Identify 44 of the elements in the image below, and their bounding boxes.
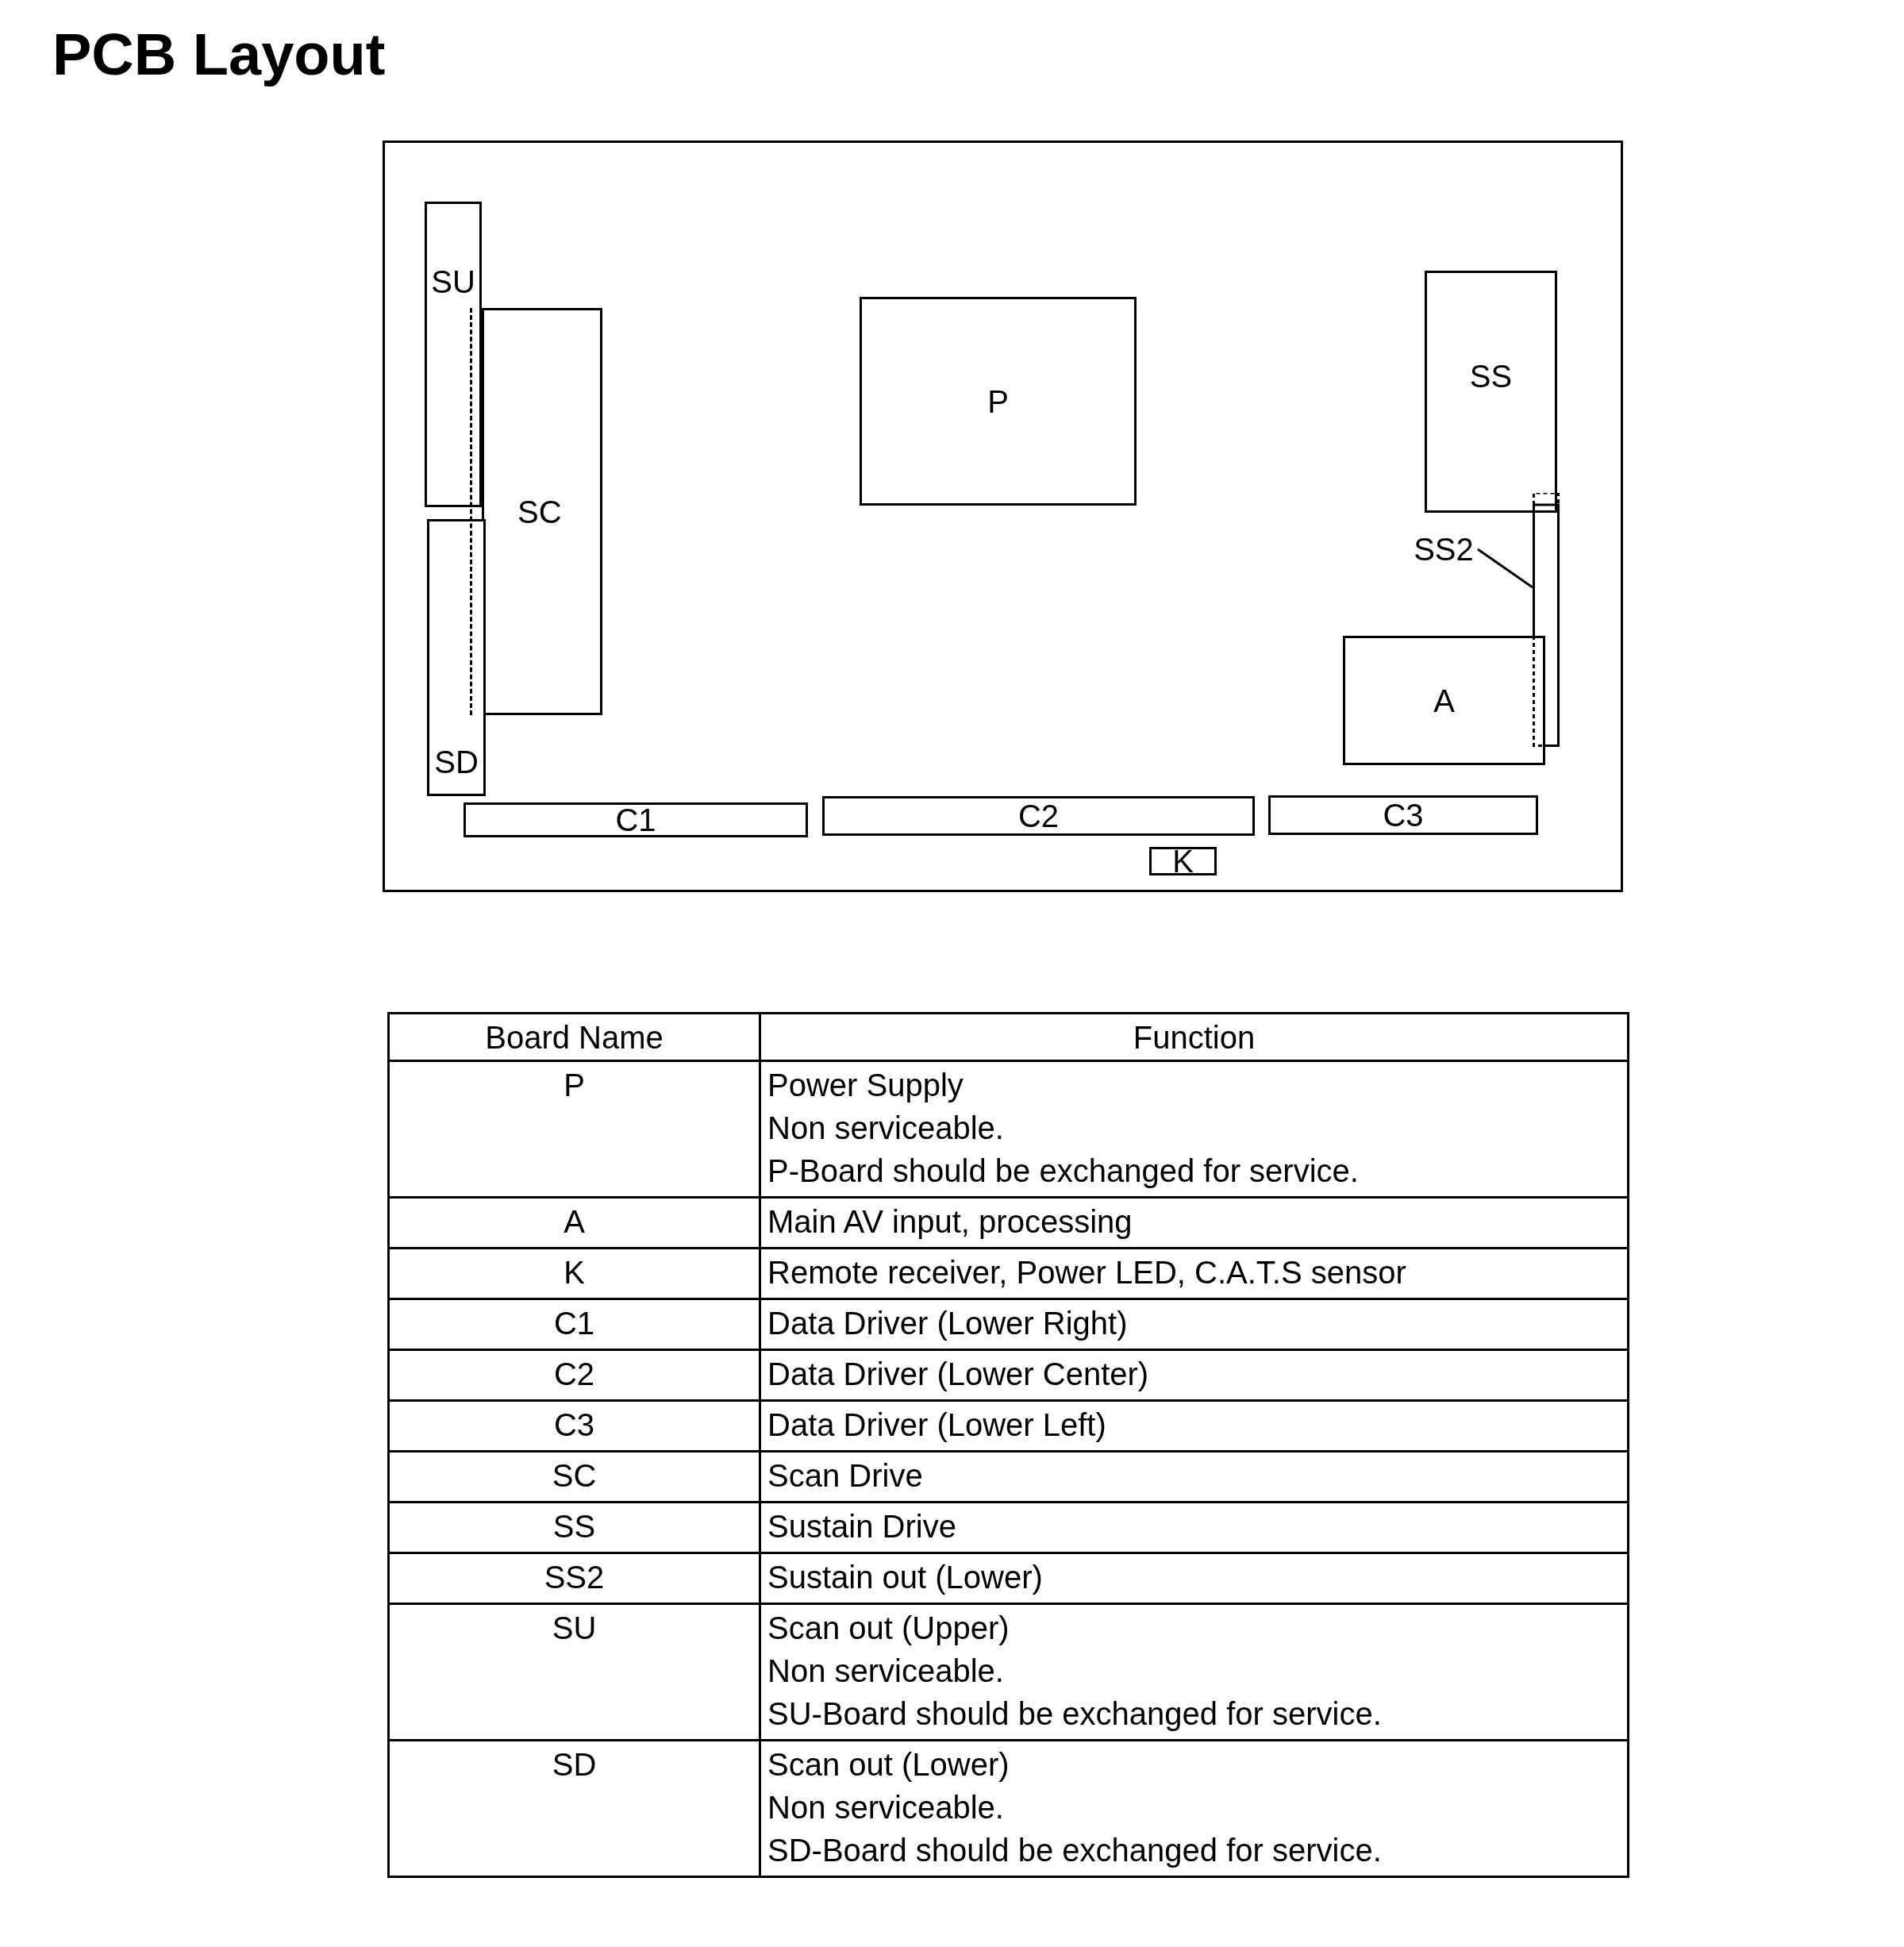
circuit-board: A [1343,636,1545,765]
circuit-board: C1 [463,802,808,837]
cell-text: Scan Drive [767,1457,923,1495]
circuit-board: SU [425,202,482,507]
cell-text: Remote receiver, Power LED, C.A.T.S sensor [767,1254,1406,1291]
circuit-board: SD [427,519,486,796]
cell-text: C1 [553,1305,595,1342]
cell-text: SC [552,1457,597,1495]
circuit-board: P [860,297,1137,506]
cell-text: Data Driver (Lower Left) [767,1406,1106,1444]
cell-text: Non serviceable. [767,1653,1004,1690]
cell-text: Scan out (Lower) [767,1746,1010,1783]
cell-text: P-Board should be exchanged for service. [767,1152,1359,1190]
cell-text: Non serviceable. [767,1789,1004,1826]
circuit-board: C3 [1268,795,1538,835]
cell-text: SS2 [544,1559,605,1596]
cell-text: C3 [553,1406,595,1444]
cell-text: SD [552,1746,597,1783]
cell-text: Function [1133,1019,1256,1056]
circuit-board: SS [1425,271,1557,513]
board-label: SS2 [1410,530,1478,568]
cell-text: Data Driver (Lower Right) [767,1305,1128,1342]
cell-text: Sustain Drive [767,1508,956,1545]
cell-text: P [564,1067,585,1104]
cell-text: SS [552,1508,596,1545]
cell-text: Non serviceable. [767,1110,1004,1147]
leader-line [1477,548,1533,589]
cell-text: K [564,1254,585,1291]
cell-text: SU-Board should be exchanged for service. [767,1695,1382,1733]
cell-text: SD-Board should be exchanged for service. [767,1832,1382,1869]
cell-text: A [564,1203,585,1241]
cell-text: Sustain out (Lower) [767,1559,1043,1596]
cell-text: Power Supply [767,1067,964,1104]
circuit-board: SC [482,308,602,715]
circuit-board-outline [1533,493,1560,747]
cell-text: Board Name [485,1019,664,1056]
cell-text: C2 [553,1356,595,1393]
cell-text: Scan out (Upper) [767,1610,1010,1647]
cell-text: Main AV input, processing [767,1203,1133,1241]
circuit-board: C2 [822,796,1255,836]
circuit-board: K [1149,847,1217,875]
cell-text: SU [552,1610,597,1647]
cell-text: Data Driver (Lower Center) [767,1356,1149,1393]
chassis-outline [383,140,1623,892]
